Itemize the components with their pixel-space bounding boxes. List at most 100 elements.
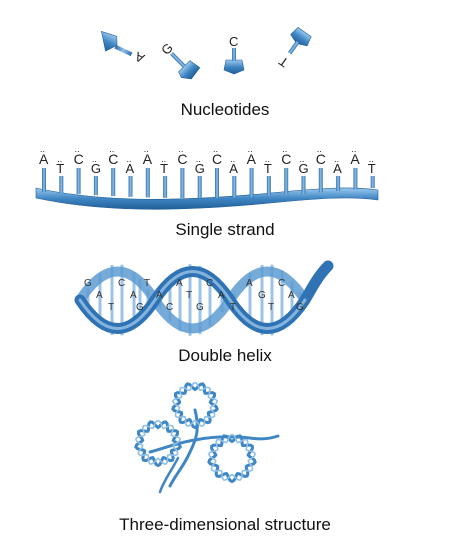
strand-base-dots: .. — [127, 154, 132, 164]
strand-base-letter: G — [299, 161, 309, 176]
helix-base-letter: C — [166, 302, 173, 313]
strand-base-stick — [76, 168, 81, 195]
strand-base-stick — [232, 176, 237, 198]
strand-base-dots: .. — [144, 144, 149, 154]
nucleotide-g: G — [158, 40, 201, 80]
helix-base-letter: A — [156, 290, 163, 301]
nucleotide-t-letter: T — [276, 53, 291, 70]
strand-base-letter: A — [39, 151, 49, 167]
helix-base-letter: G — [84, 278, 92, 289]
strand-bases: A..T..C..G..C..A..A..T..C..G..C..A..A..T… — [39, 144, 376, 199]
nucleotides-group: A G C T — [101, 27, 312, 80]
caption-single-strand: Single strand — [175, 220, 275, 239]
strand-base-stick — [353, 168, 358, 190]
helix-base-pair — [270, 264, 274, 336]
strand-base-dots: .. — [109, 144, 114, 154]
strand-base-stick — [284, 168, 289, 195]
helix-base-pair — [168, 278, 172, 322]
strand-base-dots: .. — [75, 144, 80, 154]
strand-base-dots: .. — [196, 154, 201, 164]
helix-base-pair — [208, 273, 212, 327]
helix-base-pair — [198, 265, 202, 335]
strand-base-dots: .. — [334, 154, 339, 164]
strand-base-letter: A — [229, 161, 238, 176]
helix-base-pair — [98, 273, 102, 327]
helix-base-pair — [280, 270, 284, 330]
strand-base-dots: .. — [351, 144, 356, 154]
strand-base-dots: .. — [213, 144, 218, 154]
helix-base-pairs — [86, 264, 302, 336]
helix-base-pair — [178, 268, 182, 332]
helix-base-pair — [146, 289, 150, 311]
strand-base-letter: T — [368, 161, 376, 176]
helix-base-letter: G — [258, 290, 266, 301]
strand-base-stick — [249, 168, 254, 197]
strand-base-stick — [128, 176, 133, 197]
helix-base-pair — [110, 264, 114, 336]
strand-base-letter: A — [143, 151, 153, 167]
helix-base-letter: A — [96, 290, 103, 301]
coil-loop-inner — [134, 419, 182, 465]
helix-base-pair — [220, 288, 224, 312]
helix-base-letter: T — [144, 278, 150, 289]
strand-base-dots: .. — [40, 144, 45, 154]
strand-base-dots: .. — [92, 154, 97, 164]
helix-base-letter: C — [278, 278, 285, 289]
strand-base-stick — [145, 168, 150, 198]
strand-base-letter: C — [108, 151, 118, 167]
nucleotide-t: T — [276, 27, 312, 70]
coil-loops — [134, 381, 257, 484]
strand-base-letter: A — [247, 151, 257, 167]
strand-base-letter: C — [212, 151, 222, 167]
helix-base-letter: G — [136, 302, 144, 313]
caption-nucleotides: Nucleotides — [180, 100, 270, 119]
strand-base-dots: .. — [300, 154, 305, 164]
strand-base-stick — [197, 176, 202, 199]
coil-loop-inner — [208, 433, 256, 481]
strand-base-letter: A — [333, 161, 342, 176]
strand-base-dots: .. — [178, 144, 183, 154]
strand-base-dots: .. — [57, 154, 62, 164]
strand-base-letter: T — [56, 161, 64, 176]
helix-base-letter: A — [246, 278, 253, 289]
strand-base-dots: .. — [248, 144, 253, 154]
helix-base-letter: T — [268, 302, 274, 313]
strand-base-letter: C — [281, 151, 291, 167]
nucleotide-c-letter: C — [229, 34, 238, 49]
strand-base-letter: C — [177, 151, 187, 167]
helix-base-letter: G — [196, 302, 204, 313]
strand-base-dots: .. — [282, 144, 287, 154]
strand-base-stick — [59, 176, 64, 194]
strand-base-stick — [180, 168, 185, 199]
strand-base-letter: C — [74, 151, 84, 167]
nucleotide-a-letter: A — [132, 49, 146, 66]
strand-base-stick — [215, 168, 219, 198]
helix-base-pair — [188, 264, 192, 336]
helix-base-letter: T — [186, 290, 192, 301]
strand-base-dots: .. — [265, 154, 270, 164]
strand-base-stick — [266, 176, 271, 196]
helix-base-pair — [248, 273, 252, 327]
strand-base-dots: .. — [369, 154, 374, 164]
helix-strand-back — [75, 266, 310, 334]
single-strand-group: A..T..C..G..C..A..A..T..C..G..C..A..A..T… — [35, 144, 379, 210]
helix-base-pair — [132, 272, 136, 328]
strand-base-letter: C — [316, 151, 326, 167]
coil-connector-2 — [158, 456, 180, 494]
helix-base-pair — [290, 281, 294, 319]
strand-base-stick — [301, 176, 306, 194]
helix-base-letter: A — [130, 290, 137, 301]
helix-base-letter: G — [296, 302, 304, 313]
helix-base-pair — [120, 264, 124, 336]
helix-base-letter: C — [206, 278, 213, 289]
strand-base-dots: .. — [230, 154, 235, 164]
strand-base-stick — [336, 176, 341, 192]
strand-base-letter: G — [195, 161, 205, 176]
helix-strand-front-highlight — [78, 270, 307, 330]
strand-base-stick — [111, 168, 116, 197]
coil-loop-inner — [171, 381, 219, 427]
helix-base-letter: A — [218, 290, 225, 301]
